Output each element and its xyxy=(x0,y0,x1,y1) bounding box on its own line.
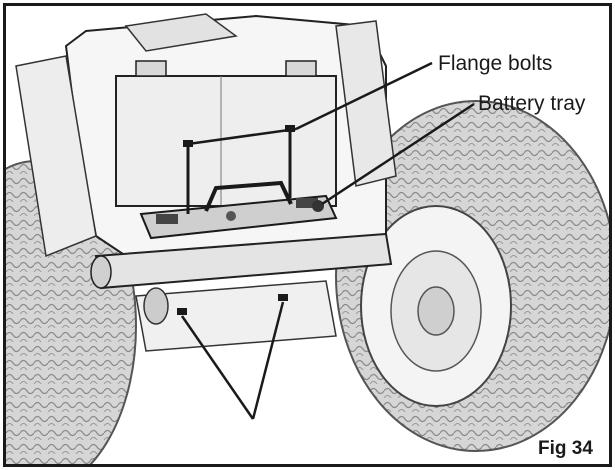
wheel-icon xyxy=(335,100,609,452)
callout-arrow-icon xyxy=(180,61,475,420)
mower-battery-illustration xyxy=(6,13,609,464)
flange-bolt-icon xyxy=(177,294,288,315)
battery-tray-icon xyxy=(139,180,338,240)
battery-tray-label: Battery tray xyxy=(478,92,586,115)
figure-label: Fig 34 xyxy=(538,438,593,459)
battery-icon xyxy=(115,60,337,207)
figure-frame: Flange bolts Battery tray Fig 34 xyxy=(3,3,612,467)
flange-bolts-label: Flange bolts xyxy=(438,52,553,75)
